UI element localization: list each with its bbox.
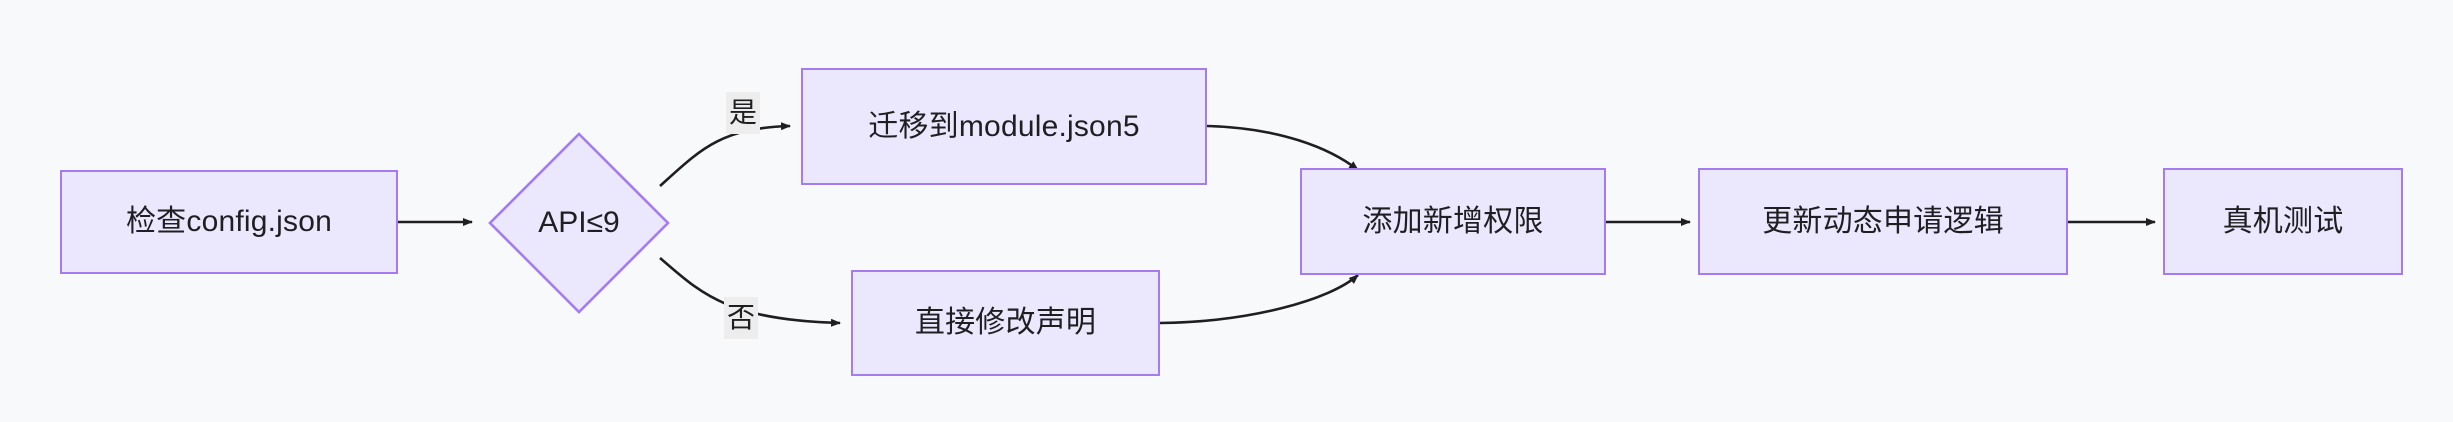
- diamond-shape: [488, 132, 670, 314]
- node-edit-declaration-label: 直接修改声明: [914, 306, 1097, 339]
- node-edit-declaration[interactable]: 直接修改声明: [851, 270, 1160, 376]
- node-update-request-logic-label: 更新动态申请逻辑: [1762, 204, 2004, 238]
- node-check-config-label: 检查config.json: [125, 205, 333, 238]
- edge-api-decision-to-migrate-module: [659, 122, 791, 187]
- node-update-request-logic[interactable]: 更新动态申请逻辑: [1698, 168, 2068, 275]
- node-api-decision[interactable]: API≤9: [488, 132, 670, 314]
- node-migrate-module[interactable]: 迁移到module.json5: [801, 68, 1207, 185]
- node-device-test-label: 真机测试: [2222, 204, 2344, 238]
- node-add-permission[interactable]: 添加新增权限: [1300, 168, 1606, 275]
- node-api-decision-label: API≤9: [538, 206, 620, 239]
- node-migrate-module-label: 迁移到module.json5: [868, 109, 1140, 143]
- node-check-config[interactable]: 检查config.json: [60, 170, 398, 274]
- edge-edit-declaration-to-add-permission: [1159, 274, 1359, 325]
- node-device-test[interactable]: 真机测试: [2163, 168, 2403, 275]
- node-add-permission-label: 添加新增权限: [1362, 204, 1544, 238]
- edge-label-no: 否: [724, 297, 759, 339]
- edge-label-yes-text: 是: [729, 97, 758, 128]
- edge-label-no-text: 否: [727, 302, 756, 333]
- edge-label-yes: 是: [726, 92, 761, 134]
- edge-migrate-module-to-add-permission: [1206, 124, 1359, 172]
